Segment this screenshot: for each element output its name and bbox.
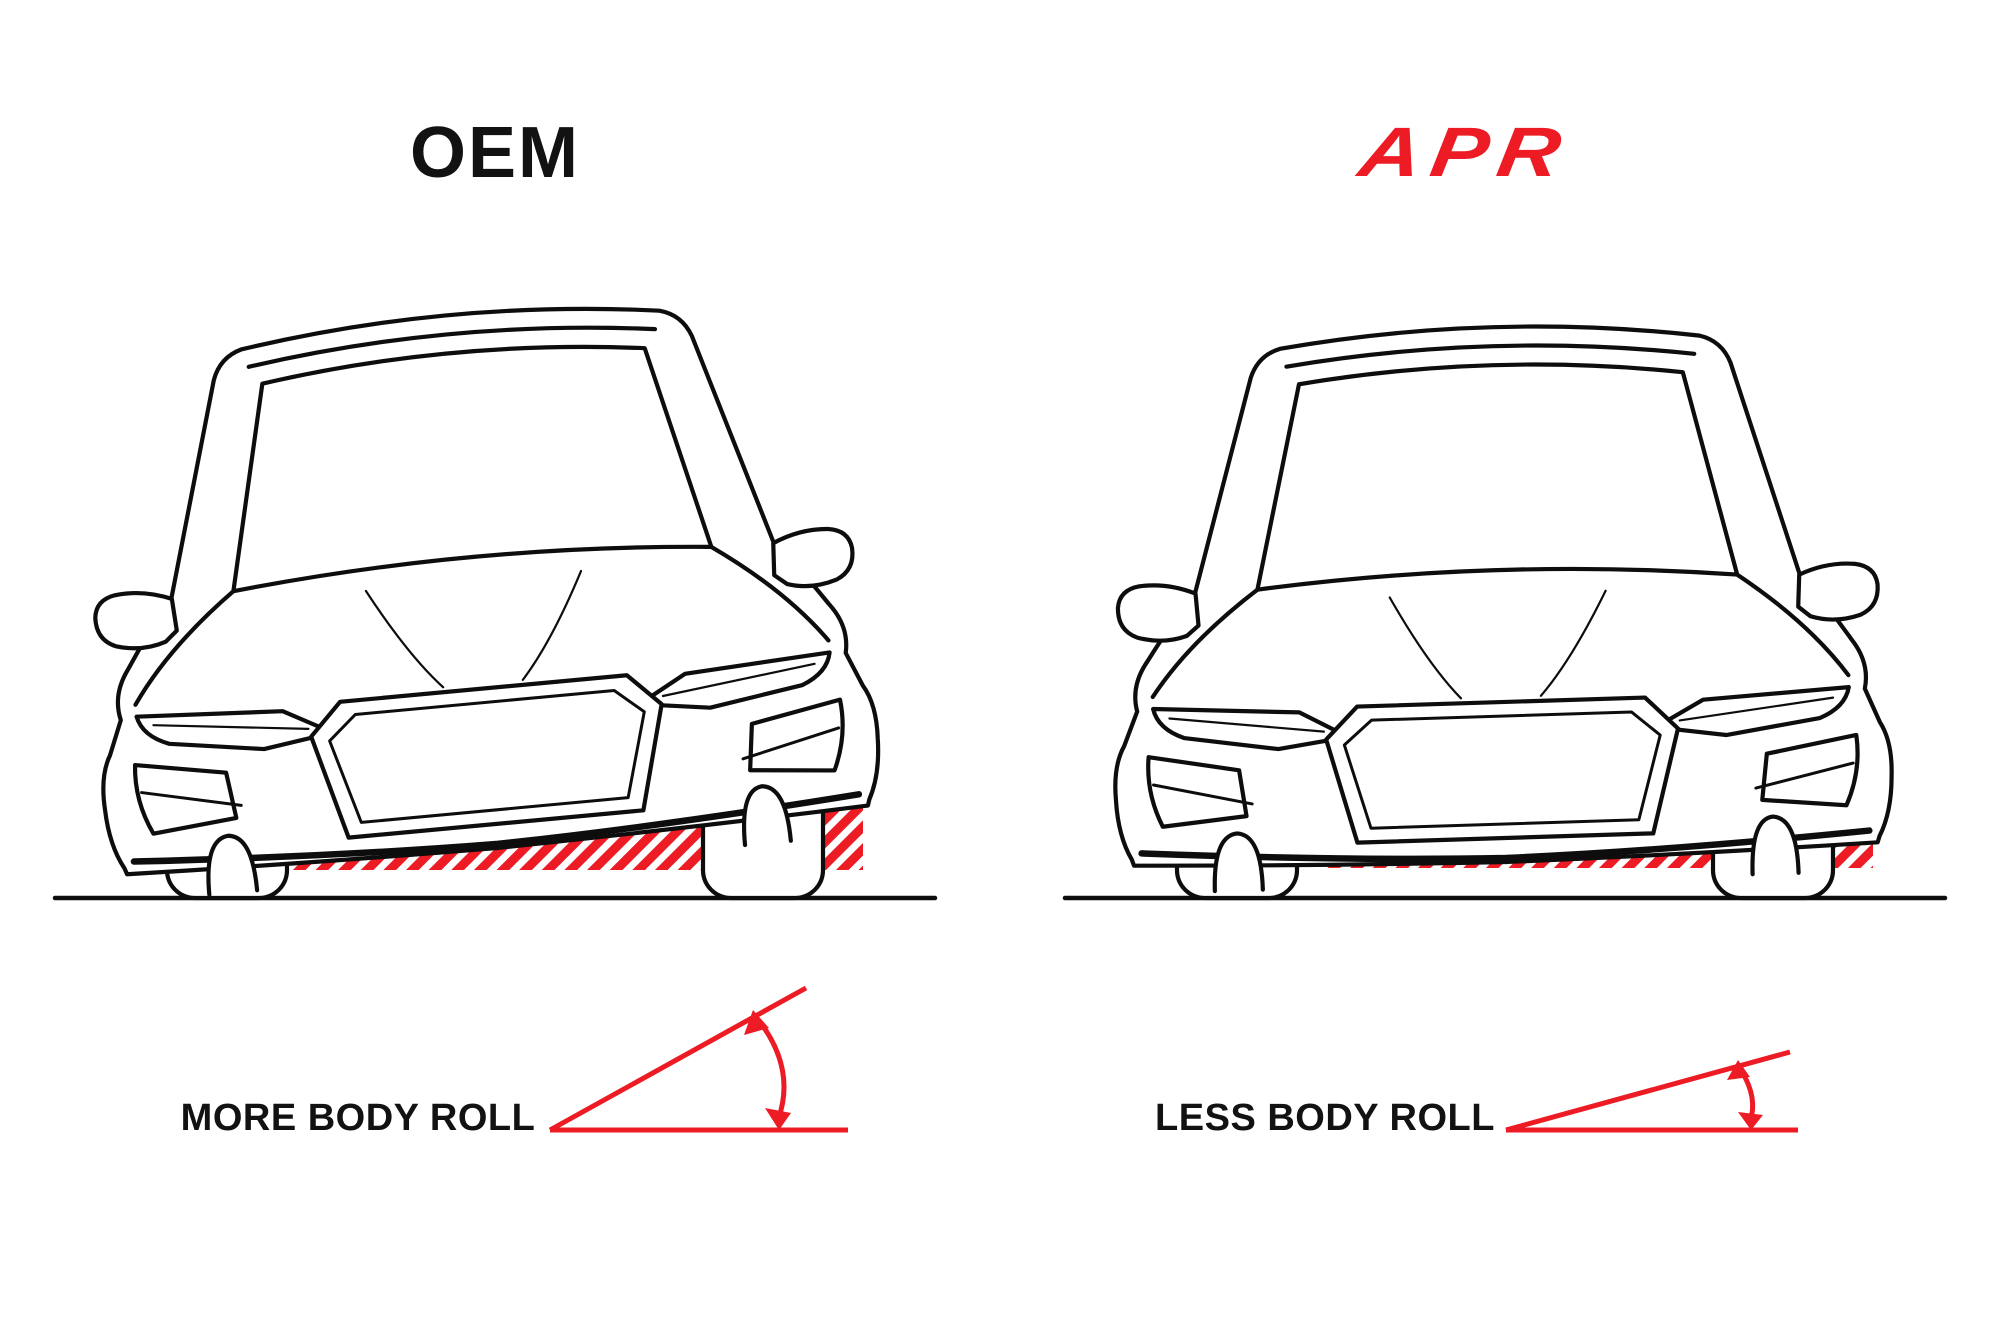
apr-caption: LESS BODY ROLL [1155, 1097, 1495, 1139]
oem-car-illustration [52, 268, 938, 928]
arrow-head-down-icon [1738, 1112, 1763, 1130]
car-body-more-roll [62, 279, 887, 903]
apr-car-illustration [1062, 268, 1948, 901]
angle-diagram-more [548, 985, 848, 1133]
arrow-head-up-icon [1727, 1060, 1750, 1080]
oem-title: OEM [409, 113, 581, 193]
oem-caption: MORE BODY ROLL [181, 1097, 536, 1139]
arrow-head-down-icon [765, 1108, 791, 1130]
angle-slant-line [1505, 1049, 1791, 1133]
angle-arc-arrow [757, 1020, 787, 1121]
body-roll-angle-diagrams: MORE BODY ROLL LESS BODY ROLL [181, 985, 1798, 1139]
car-body-less-roll [1101, 315, 1895, 894]
angle-slant-line [548, 985, 808, 1133]
arrow-head-up-icon [744, 1010, 769, 1035]
apr-logo: APR [1354, 113, 1576, 191]
angle-diagram-less [1505, 1049, 1798, 1133]
